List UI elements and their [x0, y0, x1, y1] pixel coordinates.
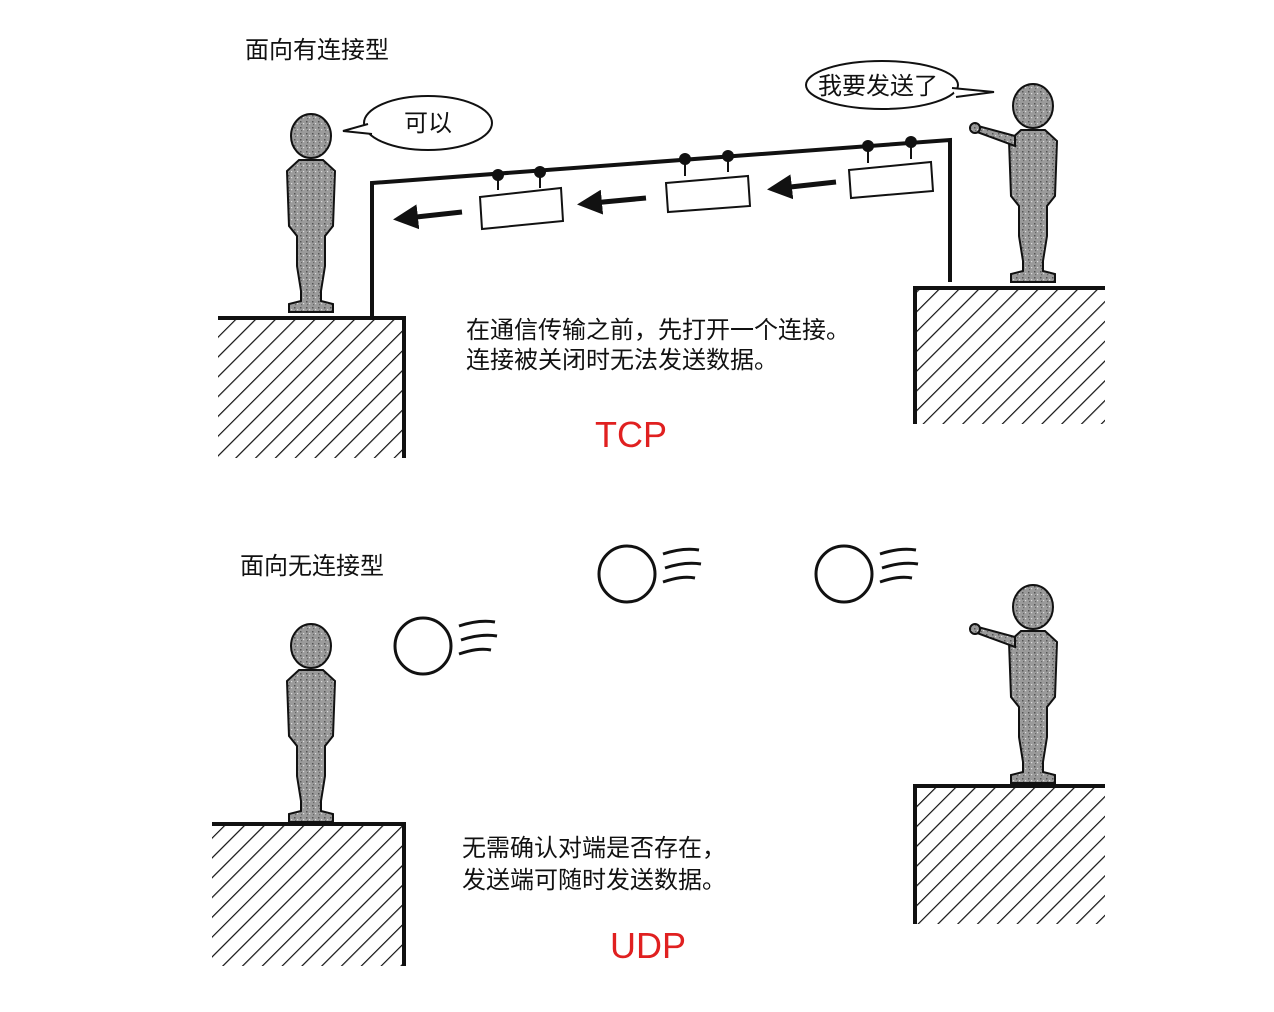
sender-person-icon [969, 584, 1058, 784]
udp-caption-line-1: 无需确认对端是否存在， [462, 834, 726, 862]
datagram-ball-icon [597, 544, 703, 604]
receiver-bubble-text: 可以 [404, 109, 452, 137]
receiver-person-icon [286, 623, 336, 823]
sender-bubble-text: 我要发送了 [818, 72, 938, 100]
right-cliff-edge [913, 286, 1105, 424]
right-cliff-edge [913, 784, 1105, 924]
udp-title: 面向无连接型 [240, 552, 384, 580]
tcp-protocol-label: TCP [595, 414, 667, 455]
left-cliff-edge [218, 316, 406, 458]
arrow-left-icon [577, 189, 647, 215]
udp-panel: 面向无连接型 无需确认对端是否存在， 发送端可随时发送数据。 UDP [212, 544, 1105, 966]
data-packet [664, 150, 752, 214]
sender-person-icon [969, 83, 1058, 283]
receiver-speech-bubble: 可以 [342, 95, 493, 151]
udp-protocol-label: UDP [610, 925, 686, 966]
tcp-panel: 面向有连接型 [218, 36, 1105, 458]
left-cliff [212, 824, 404, 966]
data-packet [847, 136, 935, 200]
right-cliff [915, 786, 1105, 924]
receiver-person-icon [286, 113, 336, 313]
datagram-ball-icon [393, 616, 499, 676]
arrow-left-icon [767, 174, 837, 200]
datagram-ball-icon [814, 544, 920, 604]
tcp-caption-line-2: 连接被关闭时无法发送数据。 [466, 346, 778, 374]
connection-cable [370, 137, 952, 318]
right-cliff [915, 288, 1105, 424]
tcp-caption-line-1: 在通信传输之前，先打开一个连接。 [466, 316, 850, 344]
data-packet [478, 166, 565, 231]
left-cliff-edge [212, 822, 406, 966]
tcp-title: 面向有连接型 [245, 36, 389, 64]
arrow-left-icon [393, 204, 463, 230]
left-cliff [218, 318, 404, 458]
sender-speech-bubble: 我要发送了 [805, 60, 995, 110]
udp-caption-line-2: 发送端可随时发送数据。 [462, 866, 726, 894]
